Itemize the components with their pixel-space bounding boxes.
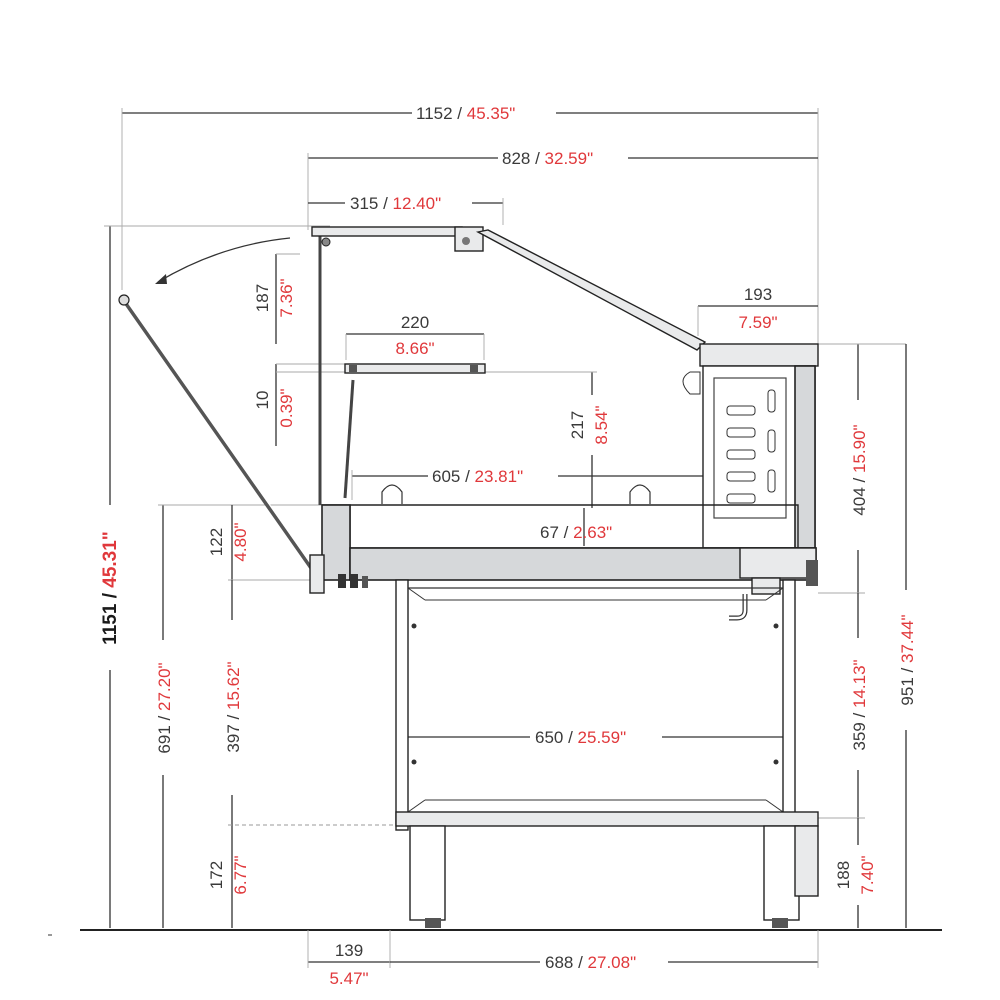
display-case [118, 226, 819, 621]
svg-text:193: 193 [744, 285, 772, 304]
svg-text:188: 188 [834, 861, 853, 889]
dimension-shelf-gap: 10 0.39" [253, 363, 345, 446]
svg-text:67 / 2.63": 67 / 2.63" [540, 523, 612, 542]
dimension-base-height: 397 / 15.62" [224, 580, 243, 825]
svg-text:4.80": 4.80" [231, 522, 250, 561]
overall-width-in: 45.35" [467, 104, 516, 123]
svg-text:7.36": 7.36" [277, 278, 296, 317]
dimension-foot-height: 172 6.77" [207, 824, 395, 928]
svg-text:5.47": 5.47" [329, 969, 368, 988]
dimension-front-height: 122 4.80" [207, 505, 322, 581]
stand-front-leg [395, 579, 409, 831]
shelf [344, 363, 486, 374]
svg-text:688 / 27.08": 688 / 27.08" [545, 953, 636, 972]
dimension-total-height: 951 / 37.44" [898, 344, 917, 928]
dimension-unit-width: 193 7.59" [697, 285, 818, 336]
svg-text:1151 / 45.31": 1151 / 45.31" [100, 531, 121, 645]
dimension-overall-height: 1151 / 45.31" [100, 225, 330, 928]
svg-text:1152 / 45.35": 1152 / 45.35" [416, 104, 515, 123]
front-wall [321, 504, 351, 581]
svg-text:828 / 32.59": 828 / 32.59" [502, 149, 593, 168]
overall-width-mm: 1152 [416, 104, 453, 123]
svg-text:220: 220 [401, 313, 429, 332]
foot-front [409, 825, 446, 921]
svg-text:8.66": 8.66" [395, 339, 434, 358]
sloped-glass [475, 229, 707, 351]
svg-text:951 / 37.44": 951 / 37.44" [898, 614, 917, 705]
svg-text:359 / 14.13": 359 / 14.13" [850, 659, 869, 750]
svg-text:7.40": 7.40" [858, 855, 877, 894]
svg-text:122: 122 [207, 528, 226, 556]
dimension-inner-depth: 605 / 23.81" [351, 467, 728, 500]
svg-text:139: 139 [335, 941, 363, 960]
dimension-overall-width: 1152 / 45.35" [121, 104, 819, 345]
dimension-glass-height: 187 7.36" [253, 253, 300, 344]
dimension-top-width: 828 / 32.59" [307, 149, 818, 230]
dimension-tray-depth: 67 / 2.63" [540, 508, 612, 546]
dimension-shelf-width: 220 8.66" [345, 313, 485, 360]
svg-text:10: 10 [253, 391, 272, 410]
dimension-top-unit-height: 404 / 15.90" [818, 343, 906, 594]
svg-text:187: 187 [253, 284, 272, 312]
tank-bottom [349, 547, 817, 581]
svg-text:404 / 15.90": 404 / 15.90" [850, 424, 869, 515]
top-width-in: 32.59" [545, 149, 594, 168]
stand-shelf [395, 811, 819, 827]
dimension-glass-top: 315 / 12.40" [308, 194, 504, 225]
dimension-cabinet-height: 359 / 14.13" [818, 593, 869, 819]
svg-text:7.59": 7.59" [738, 313, 777, 332]
dimension-front-offset: 139 5.47" [307, 930, 391, 988]
svg-text:6.77": 6.77" [231, 855, 250, 894]
front-glass-open [120, 296, 320, 580]
stand [395, 579, 819, 928]
svg-text:217: 217 [568, 411, 587, 439]
svg-text:0.39": 0.39" [277, 388, 296, 427]
svg-text:605 / 23.81": 605 / 23.81" [432, 467, 523, 486]
rear-top-cover [699, 343, 819, 367]
stand-rear-leg [782, 579, 796, 831]
top-width-mm: 828 [502, 149, 530, 168]
foot-rear [763, 825, 800, 921]
dimension-rear-foot-height: 188 7.40" [834, 818, 877, 928]
svg-text:650 / 25.59": 650 / 25.59" [535, 728, 626, 747]
dimension-cabinet-width: 650 / 25.59" [398, 728, 793, 747]
svg-text:691 / 27.20": 691 / 27.20" [155, 662, 174, 753]
dimension-shelf-height: 217 8.54" [484, 371, 611, 508]
top-frame [311, 226, 463, 237]
svg-text:397 / 15.62": 397 / 15.62" [224, 661, 243, 752]
dimension-base-width: 688 / 27.08" [390, 930, 819, 972]
swing-arc [157, 237, 291, 283]
svg-text:8.54": 8.54" [592, 405, 611, 444]
svg-text:172: 172 [207, 861, 226, 889]
dimension-counter-height: 691 / 27.20" [155, 504, 322, 928]
svg-text:315 / 12.40": 315 / 12.40" [350, 194, 441, 213]
